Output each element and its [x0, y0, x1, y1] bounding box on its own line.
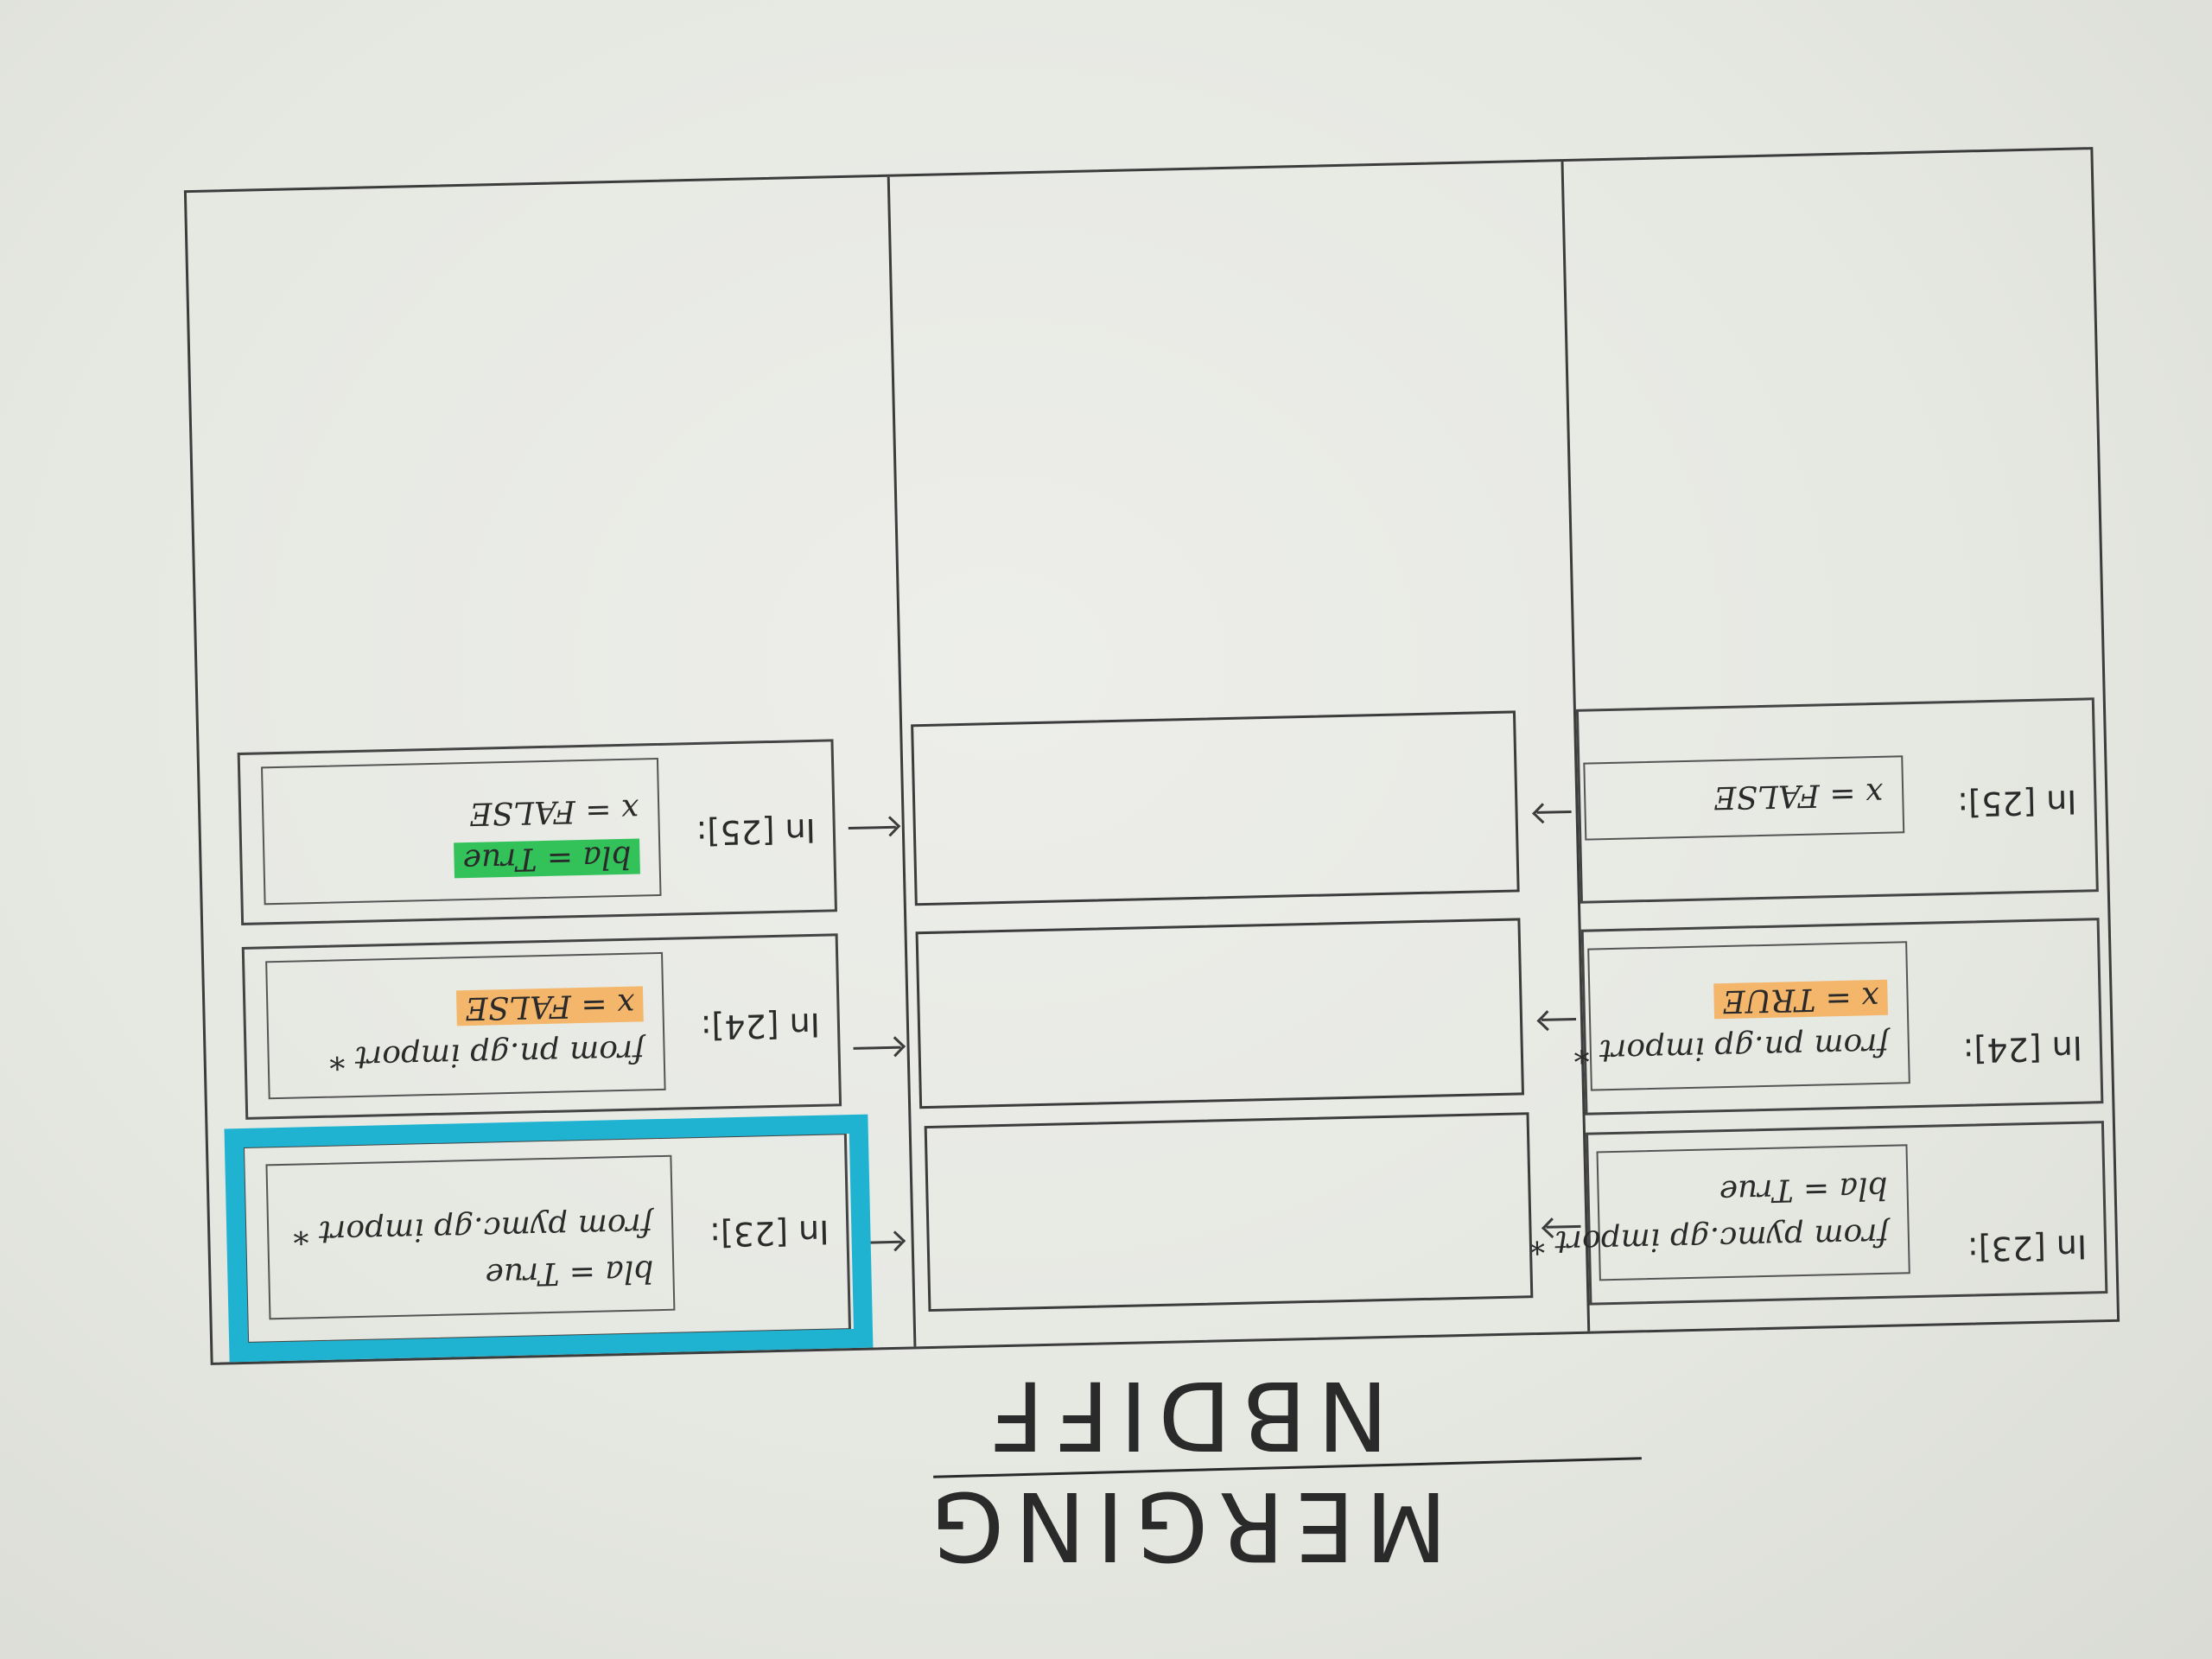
merged-cell-23[interactable]: [924, 1112, 1534, 1313]
merged-cell-24[interactable]: [915, 918, 1525, 1109]
remote-cell-23-source[interactable]: from pymc.gp import * bla = True: [1529, 1144, 1910, 1281]
remote-cell-25-prompt: In [25]:: [1956, 782, 2077, 823]
code-line: x = FALSE: [1713, 775, 1884, 816]
merged-cell-25[interactable]: [911, 710, 1520, 906]
remote-cell-24-prompt: In [24]:: [1962, 1028, 2083, 1070]
arrow-local-25: [848, 825, 896, 830]
code-line-highlighted: bla = True: [454, 838, 640, 879]
remote-cell-25[interactable]: In [25]: x = FALSE: [1575, 697, 2099, 904]
local-cell-24[interactable]: In [24]: from pn.gp import * x = FALSE: [241, 933, 842, 1120]
code-line: x = FALSE: [468, 791, 639, 831]
local-cell-24-source[interactable]: from pn.gp import * x = FALSE: [265, 951, 666, 1100]
code-line-highlighted: x = FALSE: [455, 986, 644, 1027]
local-column: In [23]: bla = True from pymc.gp import …: [213, 739, 2117, 1363]
remote-cell-25-source[interactable]: x = FALSE: [1583, 755, 1905, 841]
selected-cell-highlight: [224, 1114, 874, 1363]
remote-cell-24-source[interactable]: from pn.gp import * x = TRUE: [1573, 941, 1910, 1091]
remote-cell-23[interactable]: In [23]: from pymc.gp import * bla = Tru…: [1529, 1121, 2108, 1306]
merge-window: In [23]: from pymc.gp import * bla = Tru…: [183, 147, 2120, 1365]
local-cell-25-prompt: In [25]:: [696, 810, 817, 852]
local-cell-24-prompt: In [24]:: [700, 1005, 821, 1046]
arrow-remote-25: [1536, 810, 1572, 814]
remote-cell-23-prompt: In [23]:: [1967, 1227, 2088, 1268]
code-line: from pn.gp import *: [328, 1033, 645, 1076]
code-line: from pn.gp import *: [1573, 1026, 1890, 1070]
arrow-local-24: [853, 1046, 901, 1050]
remote-cell-24[interactable]: In [24]: from pn.gp import * x = TRUE: [1573, 918, 2104, 1116]
local-cell-25-source[interactable]: bla = True x = FALSE: [261, 757, 662, 906]
code-line-highlighted: x = TRUE: [1713, 979, 1889, 1020]
arrow-remote-24: [1541, 1017, 1577, 1021]
code-line: bla = True: [1719, 1169, 1889, 1210]
code-line: from pymc.gp import *: [1529, 1216, 1890, 1261]
local-cell-25[interactable]: In [25]: bla = True x = FALSE: [237, 739, 837, 925]
